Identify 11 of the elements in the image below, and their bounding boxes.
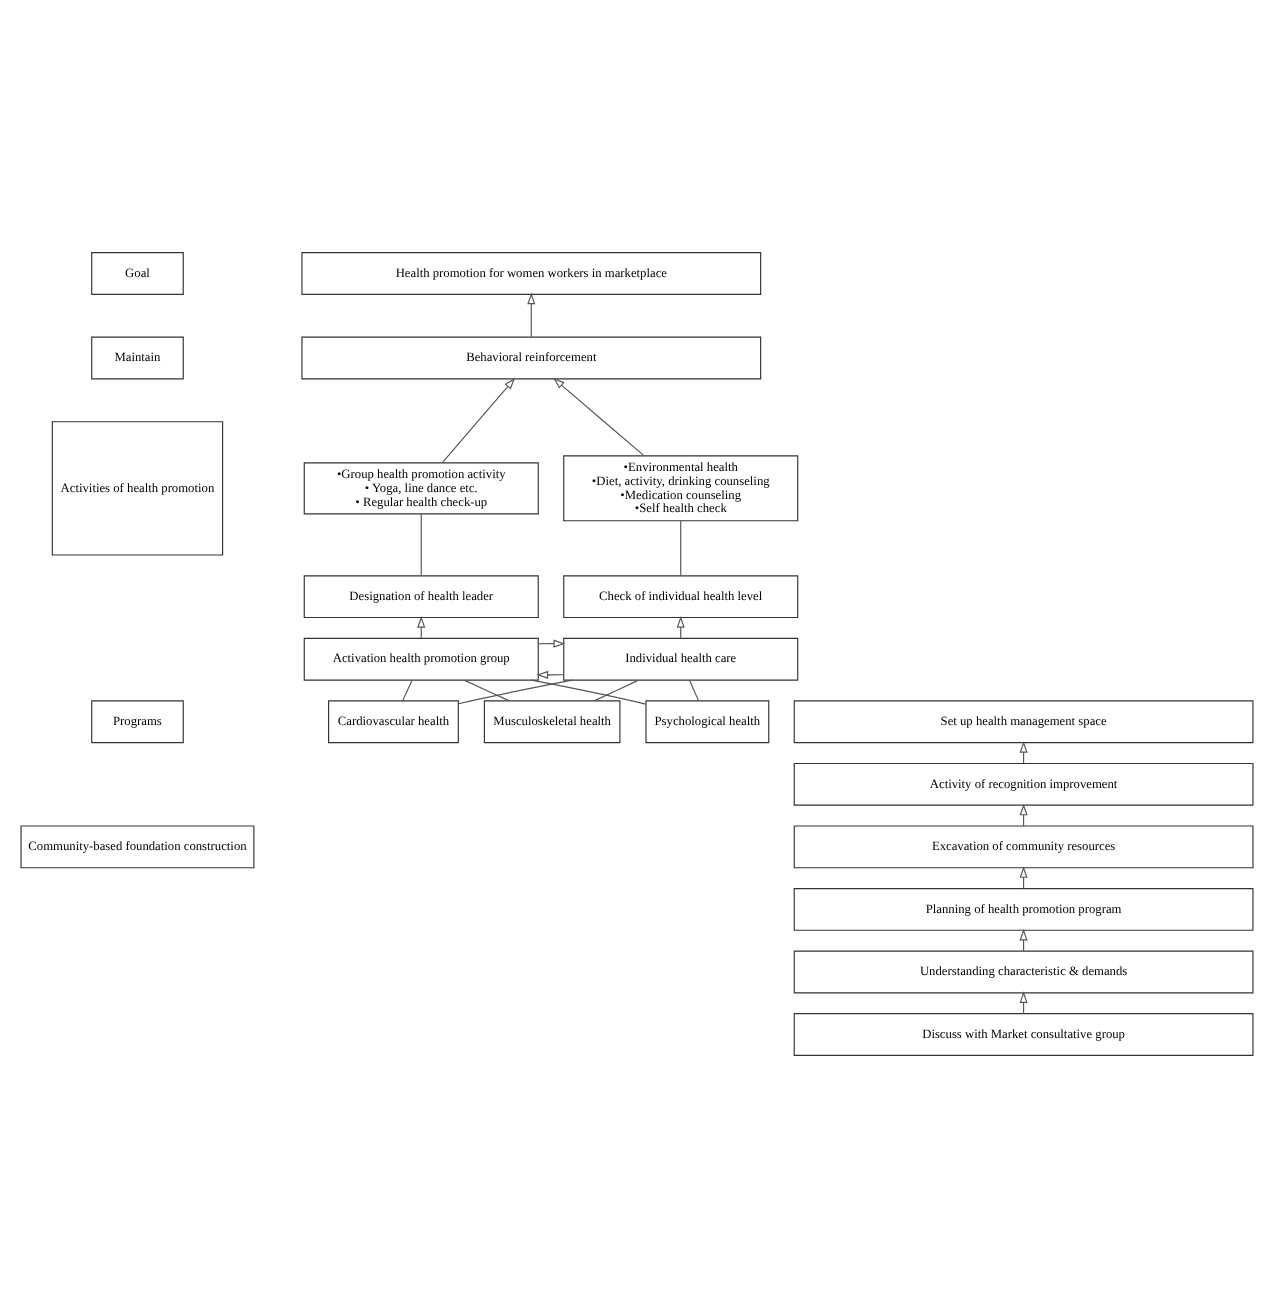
connector <box>680 519 682 576</box>
connector <box>593 678 640 701</box>
arrow <box>553 376 645 456</box>
connector <box>420 512 422 576</box>
connector <box>402 678 413 701</box>
arrow <box>441 376 516 463</box>
connector <box>530 678 647 704</box>
connector <box>689 678 700 701</box>
connector <box>458 678 573 704</box>
connector <box>463 678 510 701</box>
arrow <box>527 291 536 337</box>
